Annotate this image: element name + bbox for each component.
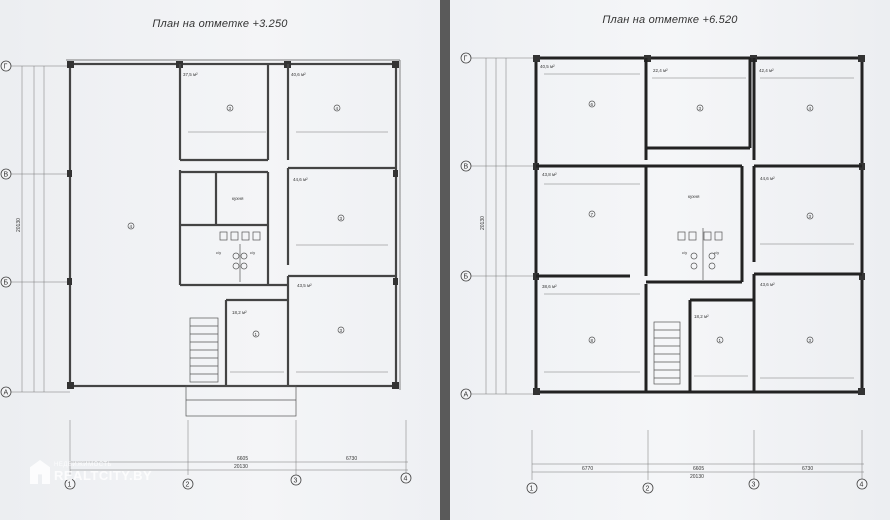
svg-text:4: 4 <box>809 106 812 111</box>
axis-col-4: 4 <box>856 478 868 490</box>
axis-row-g: Г <box>0 60 12 72</box>
svg-text:4: 4 <box>404 476 408 483</box>
house-logo-icon <box>30 460 50 484</box>
svg-text:44,6 м²: 44,6 м² <box>293 177 308 182</box>
dim-bottom-total: 20130 <box>234 464 248 470</box>
svg-text:А: А <box>464 392 469 399</box>
axis-row-g: Г <box>460 52 472 64</box>
svg-text:3: 3 <box>809 338 812 343</box>
plan-title: План на отметке +3.250 <box>152 18 288 30</box>
svg-text:Б: Б <box>4 280 9 287</box>
svg-text:8: 8 <box>591 338 594 343</box>
room-1: 18,2 м² 1 <box>694 314 724 344</box>
svg-text:37,5 м²: 37,5 м² <box>183 72 198 77</box>
axis-col-3: 3 <box>748 478 760 490</box>
room-3-top: 22,4 м² 3 <box>653 68 704 112</box>
svg-text:Г: Г <box>464 56 468 63</box>
svg-text:22,4 м²: 22,4 м² <box>653 68 668 73</box>
svg-text:3: 3 <box>809 214 812 219</box>
svg-text:1: 1 <box>530 486 534 493</box>
svg-text:В: В <box>464 164 469 171</box>
svg-text:2: 2 <box>186 482 190 489</box>
plan-title: План на отметке +6.520 <box>602 14 738 26</box>
axis-col-1: 1 <box>64 478 76 490</box>
svg-text:40,6 м²: 40,6 м² <box>291 72 306 77</box>
svg-text:2: 2 <box>646 486 650 493</box>
svg-text:3: 3 <box>340 328 343 333</box>
watermark-big: REALTCITY.BY <box>54 467 153 483</box>
axis-col-4: 4 <box>400 472 412 484</box>
axis-row-v: В <box>0 168 12 180</box>
svg-text:1: 1 <box>68 482 72 489</box>
axis-col-1: 1 <box>526 482 538 494</box>
room-4-large: 4 <box>127 222 135 230</box>
svg-text:6: 6 <box>591 102 594 107</box>
svg-text:44,6 м²: 44,6 м² <box>760 176 775 181</box>
room-6: 40,5 м² 6 <box>540 64 596 108</box>
svg-text:1: 1 <box>255 332 258 337</box>
label-wc-a: с/у <box>216 250 221 255</box>
svg-text:Г: Г <box>4 64 8 71</box>
axis-row-v: В <box>460 160 472 172</box>
svg-text:3: 3 <box>340 216 343 221</box>
dim-bottom-total: 20130 <box>690 474 704 480</box>
plan-sheet-right: План на отметке +6.520 20130 Г В Б А <box>450 0 890 520</box>
axis-col-2: 2 <box>182 478 194 490</box>
dim-bottom-a: 6605 <box>237 456 248 462</box>
svg-text:4: 4 <box>860 482 864 489</box>
floor-plan-left: 20130 Г В Б А <box>0 59 412 490</box>
svg-text:Б: Б <box>464 274 469 281</box>
svg-text:3: 3 <box>699 106 702 111</box>
svg-text:40,5 м²: 40,5 м² <box>540 64 555 69</box>
svg-text:42,4 м²: 42,4 м² <box>759 68 774 73</box>
room-3-midright: 44,6 м² 3 <box>293 177 345 222</box>
svg-text:43,5 м²: 43,5 м² <box>297 283 312 288</box>
dim-bottom-mid: 6605 <box>693 466 704 472</box>
plan-sheet-left: План на отметке +3.250 20130 Г В Б А <box>0 0 440 520</box>
watermark: НЕДВИЖИМОСТЬ REALTCITY.BY <box>30 460 152 484</box>
dim-bottom-b: 6730 <box>802 466 813 472</box>
axis-row-b: Б <box>460 270 472 282</box>
room-3-mid: 44,6 м² 3 <box>760 176 814 220</box>
axis-row-b: Б <box>0 276 12 288</box>
dim-bottom-a: 6770 <box>582 466 593 472</box>
svg-text:18,2 м²: 18,2 м² <box>694 314 709 319</box>
floor-plan-right: 20130 Г В Б А <box>460 52 868 494</box>
dim-bottom-b: 6730 <box>346 456 357 462</box>
svg-text:43,6 м²: 43,6 м² <box>760 282 775 287</box>
svg-text:3: 3 <box>229 106 232 111</box>
dim-left-total: 20130 <box>480 216 486 230</box>
axis-col-3: 3 <box>290 474 302 486</box>
room-3-bottom: 43,6 м² 3 <box>760 282 814 344</box>
axis-row-a: А <box>0 386 12 398</box>
watermark-small: НЕДВИЖИМОСТЬ <box>54 461 112 468</box>
axis-row-a: А <box>460 388 472 400</box>
svg-text:А: А <box>4 390 9 397</box>
room-3-top: 37,5 м² 3 <box>183 72 234 112</box>
svg-text:В: В <box>4 172 9 179</box>
svg-text:43,8 м²: 43,8 м² <box>542 172 557 177</box>
room-1-bottom: 18,2 м² 1 <box>232 310 260 338</box>
label-wc-b: с/у <box>250 250 255 255</box>
room-3-bottomright: 43,5 м² 3 <box>297 283 345 334</box>
label-kitchen: кухня <box>688 194 700 199</box>
dim-left-total: 20130 <box>16 218 22 232</box>
label-kitchen: кухня <box>232 196 244 201</box>
svg-text:4: 4 <box>130 224 133 229</box>
room-7: 43,8 м² 7 <box>542 172 596 218</box>
svg-text:3: 3 <box>294 478 298 485</box>
room-4: 42,4 м² 4 <box>759 68 814 112</box>
svg-text:1: 1 <box>719 338 722 343</box>
axis-col-2: 2 <box>642 482 654 494</box>
label-wc-b: с/у <box>714 250 719 255</box>
svg-text:4: 4 <box>336 106 339 111</box>
svg-text:3: 3 <box>752 482 756 489</box>
svg-text:7: 7 <box>591 212 594 217</box>
label-wc-a: с/у <box>682 250 687 255</box>
svg-text:18,2 м²: 18,2 м² <box>232 310 247 315</box>
room-4-topright: 40,6 м² 4 <box>291 72 341 112</box>
room-8: 38,6 м² 8 <box>542 284 596 344</box>
svg-text:38,6 м²: 38,6 м² <box>542 284 557 289</box>
